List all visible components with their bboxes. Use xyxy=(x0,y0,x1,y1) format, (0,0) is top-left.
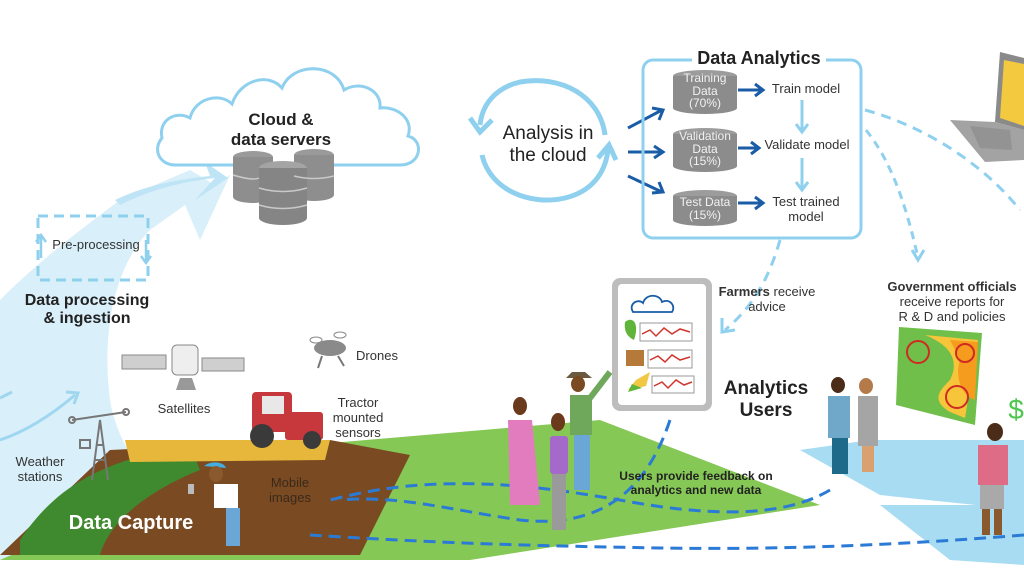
feedback-line1: Users provide feedback on xyxy=(619,469,773,483)
test-model-step: Test trained model xyxy=(766,194,846,225)
currency-icon: $ xyxy=(1008,394,1024,425)
government-official-figures xyxy=(828,377,878,474)
flow-arrow-small-2 xyxy=(0,390,13,400)
validation-data-line1: Validation xyxy=(679,129,731,143)
cloud-outline xyxy=(156,67,420,167)
arrowhead xyxy=(910,249,926,263)
test-model-step-line2: model xyxy=(788,208,824,224)
mobile-images-label: Mobile images xyxy=(262,475,318,506)
feedback-label: Users provide feedback on analytics and … xyxy=(606,469,786,498)
data-analytics-title: Data Analytics xyxy=(697,48,821,68)
market-user-figure xyxy=(978,423,1008,535)
cycle-arrowhead-top xyxy=(467,116,494,136)
government-officials-label: Government officials receive reports for… xyxy=(880,279,1024,325)
cycle-arrow-bottom xyxy=(479,149,611,203)
test-model-step-line1: Test trained xyxy=(772,194,840,209)
cycle-arrow-top xyxy=(477,78,608,136)
government-label-bold: Government officials xyxy=(887,279,1017,294)
training-data-line3: (70%) xyxy=(688,96,721,111)
farmer-figures xyxy=(508,370,613,530)
test-data-line2: (15%) xyxy=(688,207,721,222)
server-stack xyxy=(232,149,335,225)
analysis-cycle-line1: Analysis in xyxy=(502,123,594,144)
weather-label-line1: Weather xyxy=(15,454,65,469)
flow-arrowhead xyxy=(65,390,81,405)
drone-icon xyxy=(309,331,347,369)
analysis-cycle-label: Analysis in the cloud xyxy=(492,123,604,167)
tractor-label-line1: Tractor xyxy=(337,395,379,410)
analytics-users-title: Analytics Users xyxy=(718,378,814,422)
cloud-title-line2: data servers xyxy=(230,129,332,149)
cloud-title-line1: Cloud & xyxy=(248,110,314,129)
farmers-label-rest: receive xyxy=(769,284,816,299)
mobile-user-figure xyxy=(188,462,240,546)
satellite-icon xyxy=(121,344,245,390)
user-platform-market xyxy=(880,505,1024,565)
wheat-field xyxy=(125,440,330,462)
dashed-arrow-to-laptop xyxy=(864,108,1022,211)
laptop-icon xyxy=(950,52,1024,162)
government-label-line3: R & D and policies xyxy=(898,308,1006,324)
weather-stations-label: Weather stations xyxy=(10,454,70,485)
drones-label: Drones xyxy=(356,348,398,363)
test-data-label: Test Data (15%) xyxy=(673,196,737,221)
title-gap xyxy=(692,52,826,66)
dataset-cylinders xyxy=(673,70,737,226)
analysis-cycle-line2: the cloud xyxy=(509,144,587,166)
train-model-step: Train model xyxy=(771,81,841,96)
training-data-label: Training Data (70%) xyxy=(673,72,737,110)
flow-down-arrows xyxy=(794,100,810,193)
test-data-line1: Test Data xyxy=(679,195,731,209)
down-arrow-icon xyxy=(139,240,153,266)
cloud-title: Cloud & data servers xyxy=(226,110,336,149)
farmers-label-line2: advice xyxy=(748,298,786,314)
up-arrow-icon xyxy=(34,232,48,258)
step-arrows xyxy=(738,82,766,211)
government-label-line2: receive reports for xyxy=(899,293,1005,309)
validation-data-line3: (15%) xyxy=(688,154,721,169)
weather-station-icon xyxy=(68,408,130,481)
pre-processing-box xyxy=(36,214,150,282)
pre-processing-label: Pre-processing xyxy=(52,237,140,252)
validation-data-label: Validation Data (15%) xyxy=(671,130,739,168)
weather-label-line2: stations xyxy=(17,468,63,484)
training-data-line2: Data xyxy=(692,83,718,98)
tablet-dashboard xyxy=(612,278,712,411)
tractor-label-line2: mounted xyxy=(332,409,384,425)
user-platform-government xyxy=(800,440,1024,510)
dashed-arrow-to-government xyxy=(864,129,920,259)
data-processing-title: Data processing & ingestion xyxy=(12,292,162,329)
training-data-line1: Training xyxy=(683,71,727,85)
arrowhead xyxy=(720,318,736,334)
government-map-board xyxy=(896,327,982,425)
validation-data-line2: Data xyxy=(692,141,718,156)
dashed-arrow-to-farmers xyxy=(724,239,782,332)
data-processing-title-line2: & ingestion xyxy=(43,310,131,328)
mobile-label-line1: Mobile xyxy=(270,475,310,490)
data-processing-title-line1: Data processing xyxy=(24,292,150,309)
flow-arrow-to-cloud xyxy=(115,162,228,205)
mobile-label-line2: images xyxy=(269,489,311,505)
feedback-line2: analytics and new data xyxy=(630,482,762,497)
data-capture-title: Data Capture xyxy=(68,512,194,534)
crop-rows xyxy=(20,445,200,555)
satellites-label: Satellites xyxy=(157,401,211,416)
analytics-users-line1: Analytics xyxy=(723,378,809,399)
dataset-arrows xyxy=(627,106,666,195)
analytics-users-line2: Users xyxy=(739,399,793,421)
tractor-label-line3: sensors xyxy=(335,424,381,440)
tractor-icon xyxy=(250,392,323,449)
tractor-sensors-label: Tractor mounted sensors xyxy=(328,395,388,441)
farmers-advice-label: Farmers receive advice xyxy=(715,284,819,315)
flow-arrow-small xyxy=(0,393,76,442)
validate-model-step: Validate model xyxy=(764,137,850,152)
farmers-label-bold: Farmers xyxy=(718,284,770,299)
data-flow-band xyxy=(0,170,260,560)
cycle-arrowhead-bottom xyxy=(596,140,619,162)
